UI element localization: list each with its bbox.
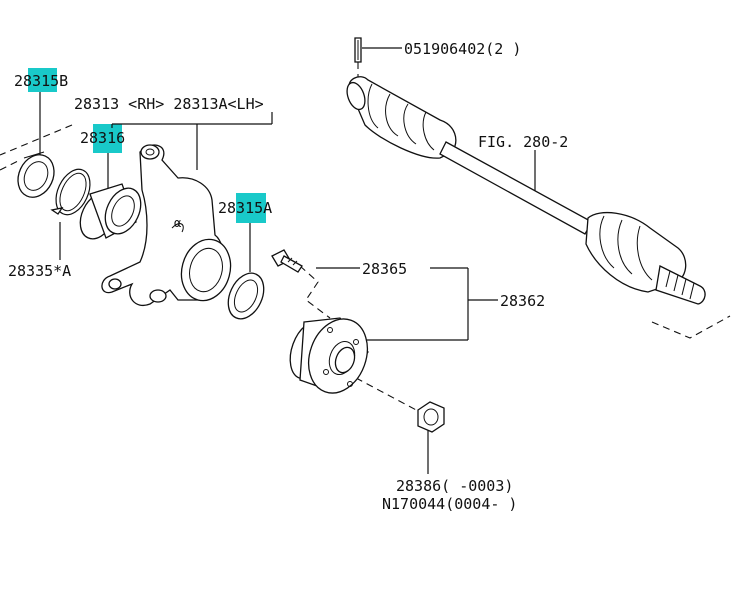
label-28316: 28316 <box>80 129 125 147</box>
bearing-28316 <box>79 183 142 240</box>
label-28315b: 28315B <box>14 72 68 90</box>
label-28315a: 28315A <box>218 199 272 217</box>
highlight-28315a <box>236 193 266 223</box>
label-n170044: N170044(0004- ) <box>382 495 517 513</box>
label-28335: 28335*A <box>8 262 71 280</box>
label-28313: 28313 <RH> 28313A<LH> <box>74 95 264 113</box>
seal-28315b <box>17 151 55 198</box>
label-051906402: 051906402(2 ) <box>404 40 521 58</box>
label-fig-280-2: FIG. 280-2 <box>478 133 568 151</box>
highlight-28316 <box>93 124 122 153</box>
knuckle-28313: α <box>101 144 232 307</box>
highlight-28315b <box>28 68 57 92</box>
hub-bolt-28365 <box>271 249 303 273</box>
dashed-assembly-lines <box>0 62 731 413</box>
cotter-pin-051906402 <box>354 37 362 63</box>
hub-28362 <box>289 317 369 394</box>
axle-nut-28386 <box>417 401 445 433</box>
label-28362: 28362 <box>500 292 545 310</box>
label-28365: 28365 <box>362 260 407 278</box>
svg-text:α: α <box>174 216 181 230</box>
seal-28315a <box>227 272 265 320</box>
label-28386: 28386( -0003) <box>396 477 513 495</box>
leader-lines <box>39 47 536 474</box>
drive-shaft <box>346 76 706 305</box>
snap-ring-28335 <box>50 168 91 216</box>
